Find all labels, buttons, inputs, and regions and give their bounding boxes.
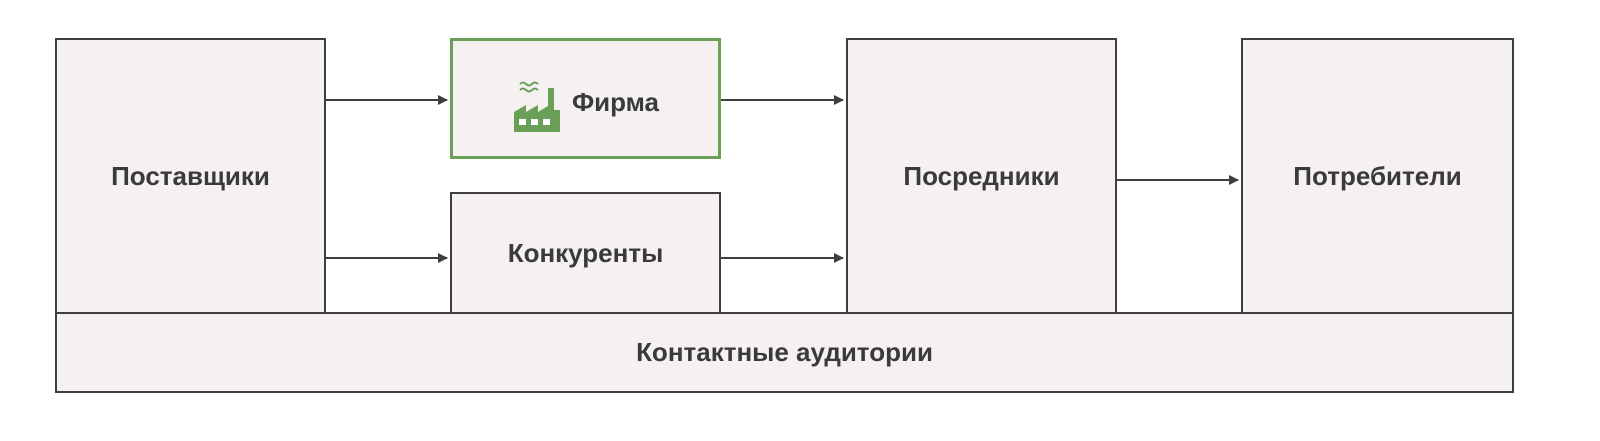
- competitors-box: Конкуренты: [450, 192, 721, 314]
- competitors-label: Конкуренты: [507, 237, 664, 268]
- suppliers-label: Поставщики: [111, 160, 270, 191]
- firm-label: Фирма: [571, 87, 660, 117]
- intermediaries-box: Посредники: [846, 38, 1117, 314]
- contact-audiences-box: Контактные аудитории: [55, 312, 1514, 393]
- consumers-label: Потребители: [1293, 160, 1462, 191]
- intermediaries-label: Посредники: [903, 160, 1060, 191]
- consumers-box: Потребители: [1241, 38, 1514, 314]
- factory-icon: [513, 81, 560, 132]
- firm-box: Фирма: [450, 38, 721, 159]
- suppliers-box: Поставщики: [55, 38, 326, 314]
- firm-content: Фирма: [512, 72, 659, 134]
- contact-audiences-label: Контактные аудитории: [636, 337, 933, 367]
